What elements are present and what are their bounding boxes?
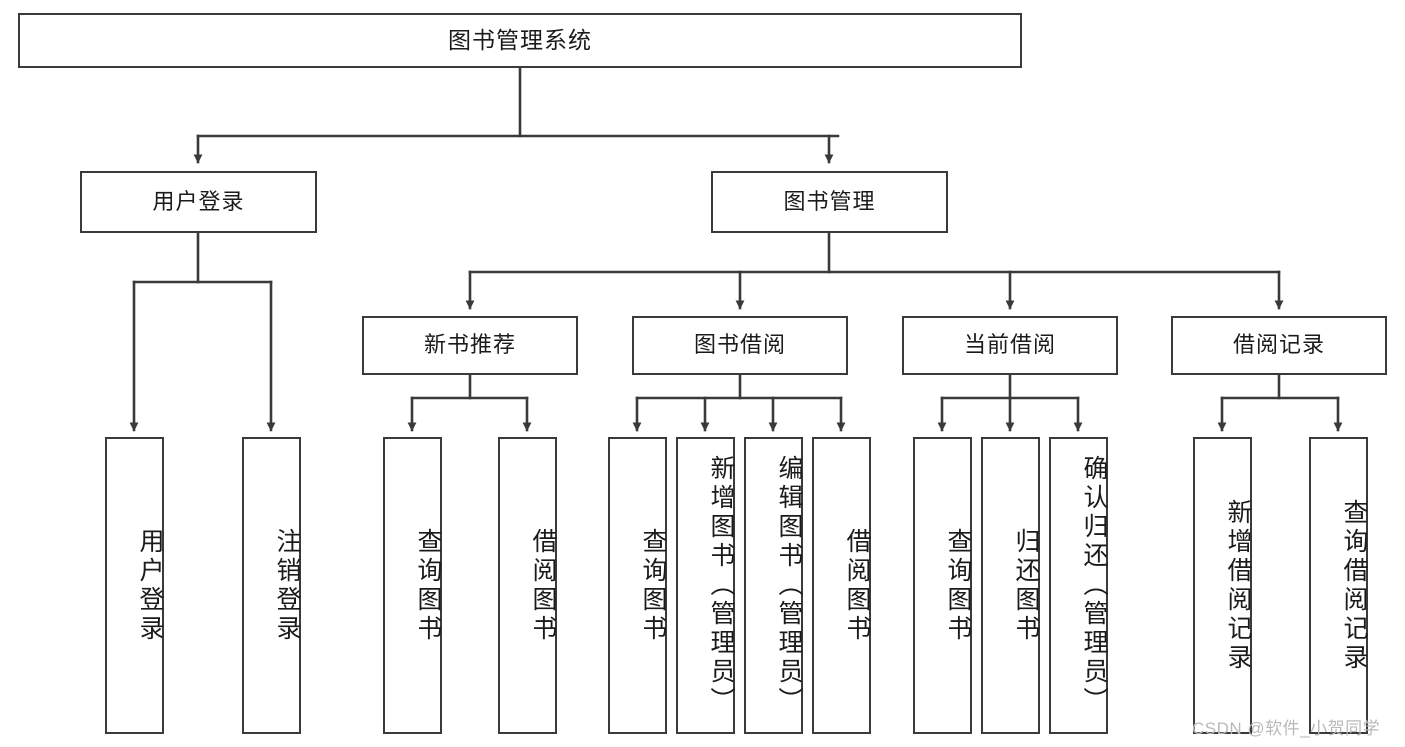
node-root-book-management-system[interactable]: 图书管理系统 [18, 13, 1022, 68]
leaf-edit-book-admin[interactable]: 编辑图书（管理员） [744, 437, 803, 734]
node-current-borrow[interactable]: 当前借阅 [902, 316, 1118, 375]
node-label: 用户登录 [136, 527, 164, 644]
node-label: 新书推荐 [423, 332, 516, 358]
node-label: 确认归还（管理员） [1080, 455, 1108, 716]
leaf-logout-login[interactable]: 注销登录 [242, 437, 301, 734]
node-label: 查询图书 [414, 527, 442, 644]
node-label: 用户登录 [152, 188, 245, 214]
leaf-query-book-current[interactable]: 查询图书 [913, 437, 972, 734]
leaf-add-book-admin[interactable]: 新增图书（管理员） [676, 437, 735, 734]
leaf-query-book-recommend[interactable]: 查询图书 [383, 437, 442, 734]
leaf-user-login[interactable]: 用户登录 [105, 437, 164, 734]
node-user-login[interactable]: 用户登录 [80, 171, 317, 233]
watermark-text: CSDN @软件_小贺同学 [1192, 719, 1381, 738]
node-label: 借阅图书 [529, 527, 557, 644]
leaf-query-borrow-record[interactable]: 查询借阅记录 [1309, 437, 1368, 734]
node-label: 新增图书（管理员） [707, 455, 735, 716]
node-label: 编辑图书（管理员） [775, 455, 803, 716]
node-book-borrow[interactable]: 图书借阅 [632, 316, 848, 375]
node-label: 查询图书 [944, 527, 972, 644]
node-label: 图书管理系统 [448, 26, 592, 53]
node-label: 查询图书 [639, 527, 667, 644]
node-label: 注销登录 [273, 527, 301, 644]
node-label: 图书借阅 [693, 332, 786, 358]
node-label: 借阅图书 [843, 527, 871, 644]
leaf-confirm-return-admin[interactable]: 确认归还（管理员） [1049, 437, 1108, 734]
node-book-management[interactable]: 图书管理 [711, 171, 948, 233]
node-label: 查询借阅记录 [1340, 498, 1368, 673]
node-new-book-recommend[interactable]: 新书推荐 [362, 316, 578, 375]
leaf-borrow-book-recommend[interactable]: 借阅图书 [498, 437, 557, 734]
node-label: 借阅记录 [1232, 332, 1325, 358]
node-label: 新增借阅记录 [1224, 498, 1252, 673]
leaf-add-borrow-record[interactable]: 新增借阅记录 [1193, 437, 1252, 734]
leaf-borrow-book[interactable]: 借阅图书 [812, 437, 871, 734]
leaf-return-book[interactable]: 归还图书 [981, 437, 1040, 734]
leaf-query-book-borrow[interactable]: 查询图书 [608, 437, 667, 734]
node-borrow-record[interactable]: 借阅记录 [1171, 316, 1387, 375]
node-label: 当前借阅 [963, 332, 1056, 358]
node-label: 图书管理 [783, 188, 876, 214]
node-label: 归还图书 [1012, 527, 1040, 644]
